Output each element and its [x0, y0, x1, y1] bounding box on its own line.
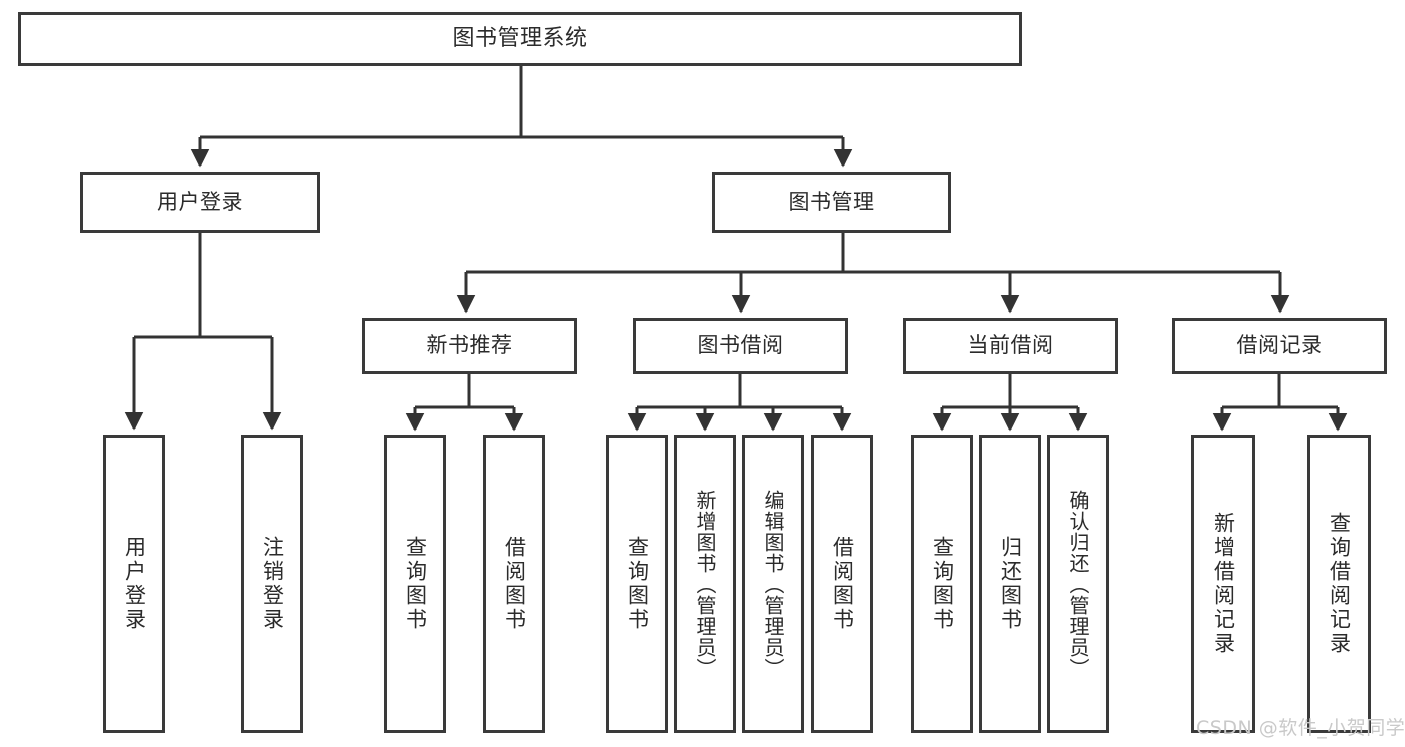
node-label: 查询图书 [403, 536, 428, 632]
node-label: 借阅图书 [830, 536, 855, 632]
node-label: 新书推荐 [426, 333, 513, 358]
node-book-management[interactable]: 图书管理 [712, 172, 951, 233]
node-current-borrow[interactable]: 当前借阅 [903, 318, 1118, 374]
node-label: 归还图书 [998, 536, 1023, 632]
watermark-csdn: CSDN @软件_小贺同学 [1196, 717, 1405, 739]
node-label: 编辑图书（管理员） [761, 489, 785, 679]
leaf-edit-book-admin[interactable]: 编辑图书（管理员） [742, 435, 804, 733]
leaf-add-borrow-record[interactable]: 新增借阅记录 [1191, 435, 1255, 733]
node-label: 新增图书（管理员） [693, 489, 717, 679]
node-label: 当前借阅 [967, 333, 1054, 358]
node-user-login[interactable]: 用户登录 [80, 172, 320, 233]
node-borrow-record[interactable]: 借阅记录 [1172, 318, 1387, 374]
node-book-borrow[interactable]: 图书借阅 [633, 318, 848, 374]
leaf-logout[interactable]: 注销登录 [241, 435, 303, 733]
node-label: 查询图书 [930, 536, 955, 632]
node-label: 图书借阅 [697, 333, 784, 358]
node-label: 借阅记录 [1236, 333, 1323, 358]
leaf-query-book-borrow[interactable]: 查询图书 [606, 435, 668, 733]
leaf-query-borrow-record[interactable]: 查询借阅记录 [1307, 435, 1371, 733]
node-label: 图书管理 [788, 189, 875, 214]
node-label: 查询图书 [625, 536, 650, 632]
node-label: 新增借阅记录 [1211, 512, 1236, 656]
leaf-query-book-recommend[interactable]: 查询图书 [384, 435, 446, 733]
node-label: 查询借阅记录 [1327, 512, 1352, 656]
node-label: 用户登录 [122, 536, 147, 632]
node-label: 注销登录 [260, 536, 285, 632]
leaf-confirm-return-admin[interactable]: 确认归还（管理员） [1047, 435, 1109, 733]
node-root-book-management-system[interactable]: 图书管理系统 [18, 12, 1022, 66]
node-label: 确认归还（管理员） [1066, 489, 1090, 679]
leaf-query-book-current[interactable]: 查询图书 [911, 435, 973, 733]
leaf-borrow-book[interactable]: 借阅图书 [811, 435, 873, 733]
node-new-book-recommend[interactable]: 新书推荐 [362, 318, 577, 374]
node-label: 用户登录 [157, 189, 243, 214]
leaf-borrow-book-recommend[interactable]: 借阅图书 [483, 435, 545, 733]
leaf-return-book[interactable]: 归还图书 [979, 435, 1041, 733]
leaf-user-login[interactable]: 用户登录 [103, 435, 165, 733]
node-label: 图书管理系统 [452, 25, 588, 51]
node-label: 借阅图书 [502, 536, 527, 632]
leaf-add-book-admin[interactable]: 新增图书（管理员） [674, 435, 736, 733]
